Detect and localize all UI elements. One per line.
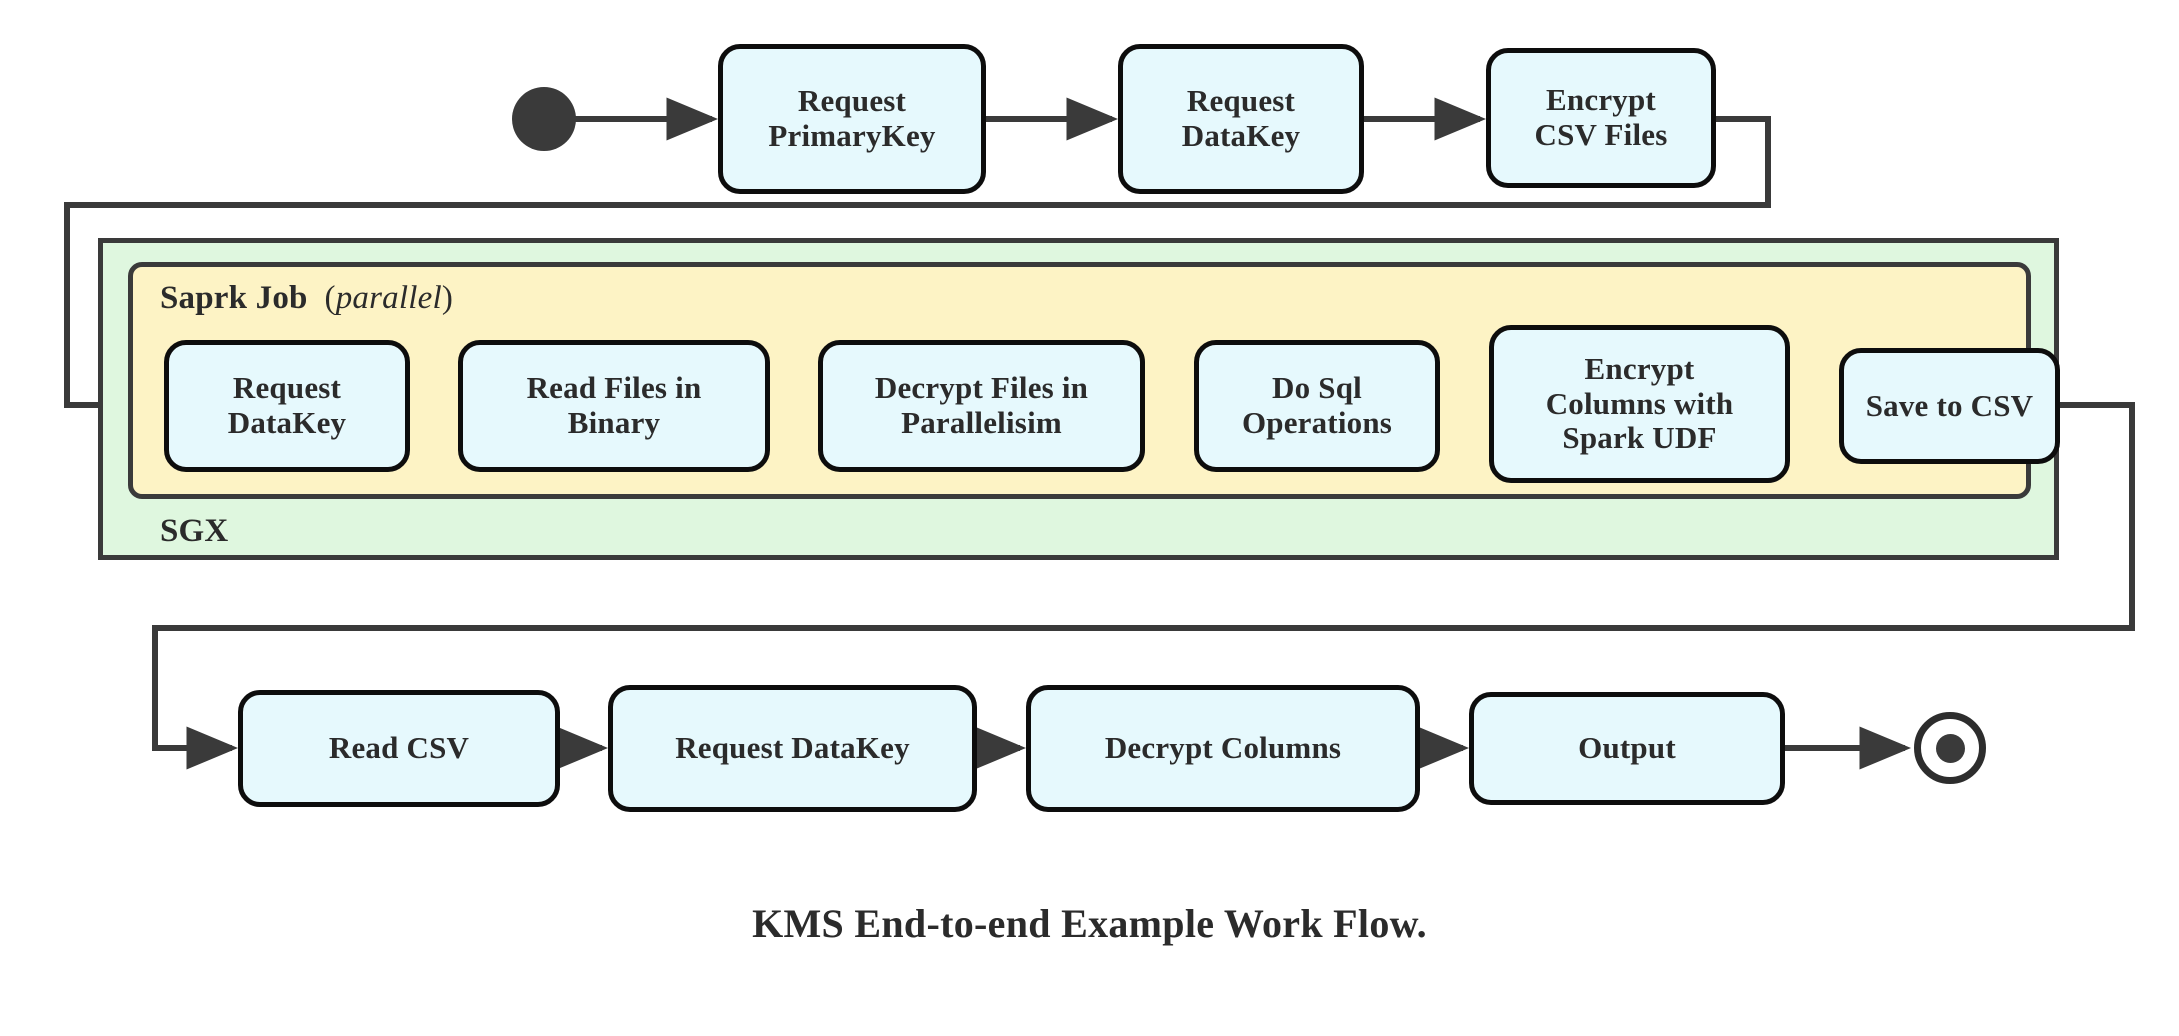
paren-close: ) [441,280,454,316]
region-sgx-title: SGX [160,513,229,549]
end-node [1914,712,1986,784]
node-request-datakey-spark-line-1: DataKey [227,405,347,440]
node-decrypt-files-in-parallelisim[interactable]: Decrypt Files in Parallelisim [818,340,1145,472]
node-request-primarykey-line-1: PrimaryKey [768,118,936,153]
node-do-sql-operations-line-1: Operations [1241,405,1393,440]
node-save-to-csv-line-0: Save to CSV [1865,387,2034,423]
node-do-sql-operations-line-0: Do Sql [1272,370,1362,406]
node-encrypt-columns-with-spark-udf[interactable]: Encrypt Columns with Spark UDF [1489,325,1790,483]
node-decrypt-columns-line-0: Decrypt Columns [1104,730,1342,766]
node-do-sql-operations[interactable]: Do Sql Operations [1194,340,1440,472]
node-read-files-in-binary-line-0: Read Files in [526,370,702,406]
node-request-datakey-top[interactable]: Request DataKey [1118,44,1364,194]
node-request-primarykey-line-0: Request [797,83,907,119]
node-save-to-csv[interactable]: Save to CSV [1839,348,2060,464]
node-read-files-in-binary[interactable]: Read Files in Binary [458,340,770,472]
diagram-caption: KMS End-to-end Example Work Flow. [752,901,1427,946]
node-decrypt-files-in-parallelisim-line-0: Decrypt Files in [874,370,1089,406]
end-node-dot [1935,733,1965,763]
node-request-primarykey[interactable]: Request PrimaryKey [718,44,986,194]
region-spark-job-label: Saprk Job (parallel) [160,280,453,317]
node-read-csv-line-0: Read CSV [328,730,470,766]
node-encrypt-csv-files-line-0: Encrypt [1546,82,1656,118]
node-encrypt-columns-line-1: Columns with [1545,385,1734,421]
node-output[interactable]: Output [1469,692,1785,805]
node-encrypt-columns-line-2: Spark UDF [1562,420,1717,456]
node-request-datakey-spark-line-0: Request [232,370,342,406]
node-read-files-in-binary-line-1: Binary [567,405,661,440]
node-output-line-0: Output [1578,730,1676,766]
node-request-datakey-bottom-line-0: Request DataKey [675,730,910,766]
region-sgx-label: SGX [160,513,228,550]
node-decrypt-columns[interactable]: Decrypt Columns [1026,685,1420,812]
node-encrypt-csv-files-line-1: CSV Files [1534,117,1668,152]
node-encrypt-columns-line-0: Encrypt [1584,350,1695,386]
node-decrypt-files-in-parallelisim-line-1: Parallelisim [901,405,1062,440]
node-request-datakey-spark[interactable]: Request DataKey [164,340,410,472]
node-read-csv[interactable]: Read CSV [238,690,560,807]
node-request-datakey-top-line-1: DataKey [1181,118,1301,153]
region-spark-job-title: Saprk Job [160,280,308,316]
region-spark-job-annotation: parallel [335,280,442,316]
node-encrypt-csv-files[interactable]: Encrypt CSV Files [1486,48,1716,188]
node-request-datakey-bottom[interactable]: Request DataKey [608,685,977,812]
node-request-datakey-top-line-0: Request [1186,83,1296,119]
paren-open: ( [324,280,336,316]
start-node [512,87,576,151]
